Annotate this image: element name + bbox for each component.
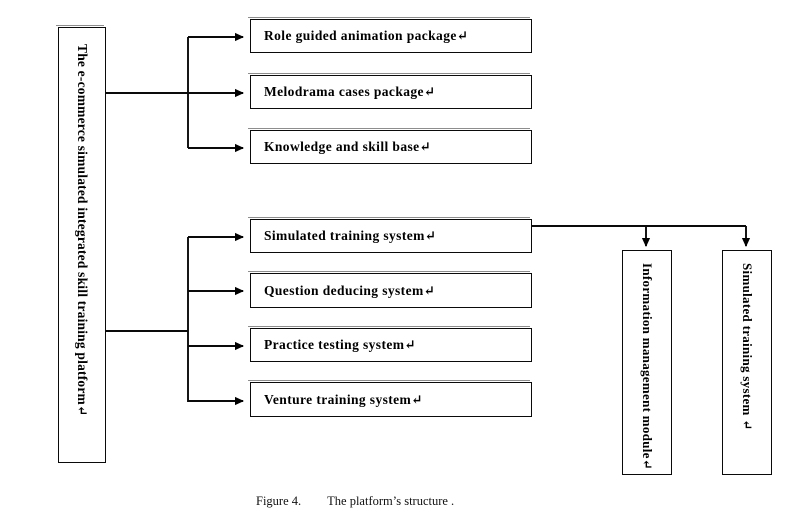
- wire-group-three: [532, 225, 751, 247]
- box-label: Venture training system↵: [264, 391, 423, 407]
- box-label: Melodrama cases package↵: [264, 84, 436, 99]
- figure-caption: Figure 4. The platform’s structure .: [256, 494, 454, 509]
- root-platform-label: The e-commerce simulated integrated skil…: [75, 44, 90, 417]
- box-melodrama-cases-package[interactable]: Melodrama cases package↵: [248, 73, 532, 109]
- figure-caption-number: Figure 4.: [256, 494, 302, 508]
- box-venture-training-system[interactable]: Venture training system↵: [248, 380, 532, 417]
- box-question-deducing-system[interactable]: Question deducing system↵: [248, 271, 532, 308]
- box-simulated-training-system-module[interactable]: Simulated training system ↵: [722, 250, 772, 475]
- box-role-guided-animation-package[interactable]: Role guided animation package↵: [248, 17, 532, 53]
- box-simulated-training-system[interactable]: Simulated training system↵: [248, 217, 532, 253]
- box-label: Simulated training system ↵: [740, 263, 755, 431]
- root-platform-box[interactable]: The e-commerce simulated integrated skil…: [56, 25, 106, 463]
- figure-caption-text: The platform’s structure .: [327, 494, 455, 508]
- box-label: Information management module↵: [640, 263, 655, 470]
- wire-group-two: [105, 232, 244, 406]
- box-label: Role guided animation package↵: [264, 28, 469, 43]
- box-information-management-module[interactable]: Information management module↵: [622, 250, 672, 475]
- box-label: Question deducing system↵: [264, 282, 436, 298]
- box-practice-testing-system[interactable]: Practice testing system↵: [248, 326, 532, 362]
- wire-group-one: [105, 32, 244, 153]
- box-knowledge-and-skill-base[interactable]: Knowledge and skill base↵: [248, 128, 532, 164]
- box-label: Simulated training system↵: [264, 228, 437, 243]
- box-label: Practice testing system↵: [264, 337, 417, 352]
- box-label: Knowledge and skill base↵: [264, 139, 432, 154]
